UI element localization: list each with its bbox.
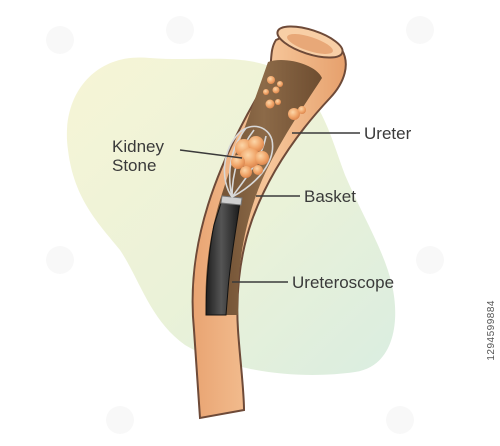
leader-lines [179,132,360,283]
kidney-stone-label-line2: Stone [112,156,156,175]
ureteroscope-label: Ureteroscope [292,273,394,292]
ureteroscope-body [205,199,241,316]
stone-fragments [263,76,306,120]
ureter-label: Ureter [364,124,412,143]
stock-id: 1294599884 [486,300,497,361]
ureteroscope-tip [220,195,243,206]
kidney-stone-label-line1: Kidney [112,137,164,156]
ureter-lumen [205,59,322,315]
basket-label: Basket [304,187,356,206]
kidney-stone [231,136,269,178]
kidney-stone-leader [179,149,243,159]
